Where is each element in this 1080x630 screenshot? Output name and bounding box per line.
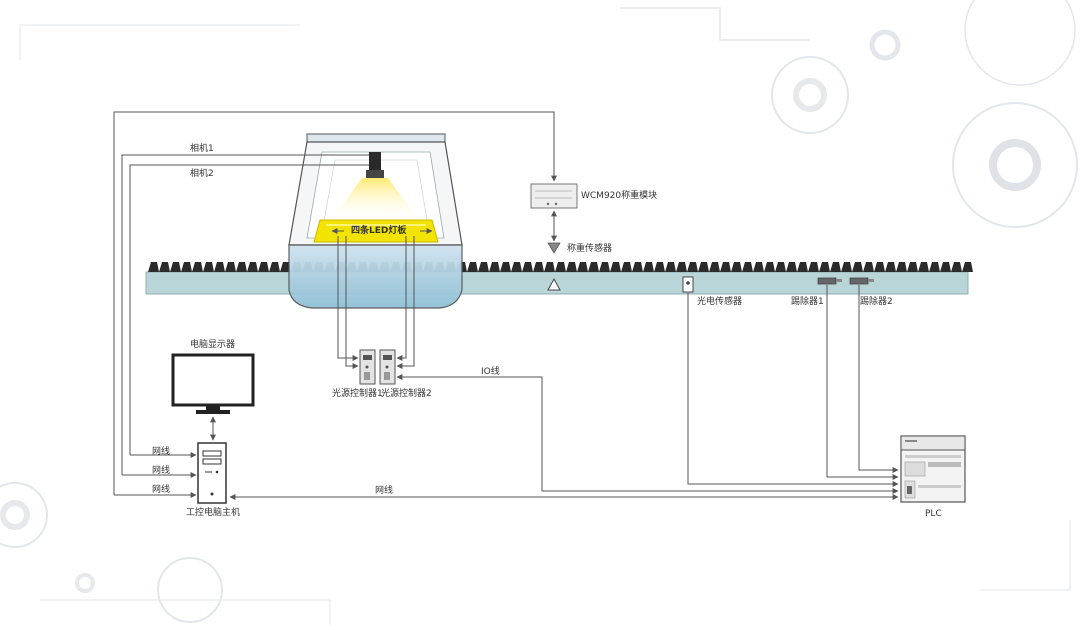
chain-link: [489, 262, 500, 272]
chain-link: [500, 262, 511, 272]
chain-link: [731, 262, 742, 272]
chain-link: [907, 262, 918, 272]
chain-link: [874, 262, 885, 272]
chain-link: [786, 262, 797, 272]
chain-link: [258, 262, 269, 272]
chain-link: [687, 262, 698, 272]
chain-link: [665, 262, 676, 272]
rejector2-label: 踢除器2: [860, 297, 893, 307]
inspection-hood: [288, 133, 463, 309]
chain-link: [148, 262, 159, 272]
chain-link: [269, 262, 280, 272]
camera1-label: 相机1: [190, 144, 214, 154]
chain-link: [170, 262, 181, 272]
chain-link: [181, 262, 192, 272]
photo-sensor-label: 光电传感器: [697, 297, 743, 307]
rejector1-label: 踢除器1: [791, 297, 824, 307]
chain-link: [896, 262, 907, 272]
wiring: [113, 111, 899, 500]
ipc-host-label: 工控电脑主机: [186, 508, 241, 518]
light-controller2-label: 光源控制器2: [381, 389, 432, 399]
chain-link: [247, 262, 258, 272]
chain-link: [841, 262, 852, 272]
chain-link: [577, 262, 588, 272]
plc-device: [900, 435, 966, 503]
chain-link: [676, 262, 687, 272]
chain-link: [764, 262, 775, 272]
photo-sensor-device: [682, 276, 694, 293]
chain-link: [929, 262, 940, 272]
chain-link: [951, 262, 962, 272]
chain-link: [511, 262, 522, 272]
chain-link: [962, 262, 973, 272]
rejector-devices: [817, 277, 874, 285]
chain-link: [808, 262, 819, 272]
chain-link: [698, 262, 709, 272]
chain-link: [467, 262, 478, 272]
weighing-module-device: [530, 183, 578, 209]
chain-link: [533, 262, 544, 272]
chain-link: [940, 262, 951, 272]
chain-link: [610, 262, 621, 272]
chain-link: [599, 262, 610, 272]
chain-link: [566, 262, 577, 272]
chain-link: [159, 262, 170, 272]
chain-link: [797, 262, 808, 272]
chain-link: [621, 262, 632, 272]
camera-icon: [369, 152, 381, 170]
chain-link: [203, 262, 214, 272]
network-label-2: 网线: [152, 466, 171, 476]
chain-link: [522, 262, 533, 272]
plc-label: PLC: [925, 509, 942, 519]
chain-link: [720, 262, 731, 272]
camera2-label: 相机2: [190, 169, 214, 179]
chain-link: [214, 262, 225, 272]
chain-link: [830, 262, 841, 272]
network-label-1: 网线: [152, 447, 171, 457]
chain-link: [819, 262, 830, 272]
light-controller-devices: [359, 349, 396, 385]
weight-sensor-base-icon: [547, 277, 561, 291]
io-line-label: IO线: [481, 367, 500, 377]
network-pc-plc-label: 网线: [375, 486, 394, 496]
light-beam: [330, 178, 420, 222]
network-label-3: 网线: [152, 485, 171, 495]
chain-link: [588, 262, 599, 272]
chain-link: [775, 262, 786, 272]
chain-link: [192, 262, 203, 272]
chain-link: [742, 262, 753, 272]
chain-link: [852, 262, 863, 272]
chain-link: [544, 262, 555, 272]
weight-sensor-icon: [547, 242, 561, 254]
weight-sensor-label: 称重传感器: [567, 244, 613, 254]
chain-link: [885, 262, 896, 272]
monitor-label: 电脑显示器: [190, 340, 236, 350]
conveyor-chain: [148, 262, 973, 272]
chain-link: [643, 262, 654, 272]
weighing-module-label: WCM920称重模块: [581, 191, 658, 201]
led-panel-label: 四条LED灯板: [351, 226, 407, 236]
chain-link: [753, 262, 764, 272]
chain-link: [225, 262, 236, 272]
ipc-host-device: [197, 442, 227, 504]
chain-link: [478, 262, 489, 272]
chain-link: [280, 262, 291, 272]
chain-link: [918, 262, 929, 272]
chain-link: [632, 262, 643, 272]
chain-link: [654, 262, 665, 272]
chain-link: [863, 262, 874, 272]
chain-link: [236, 262, 247, 272]
light-controller1-label: 光源控制器1: [332, 389, 383, 399]
monitor-device: [171, 353, 255, 414]
chain-link: [709, 262, 720, 272]
chain-link: [555, 262, 566, 272]
